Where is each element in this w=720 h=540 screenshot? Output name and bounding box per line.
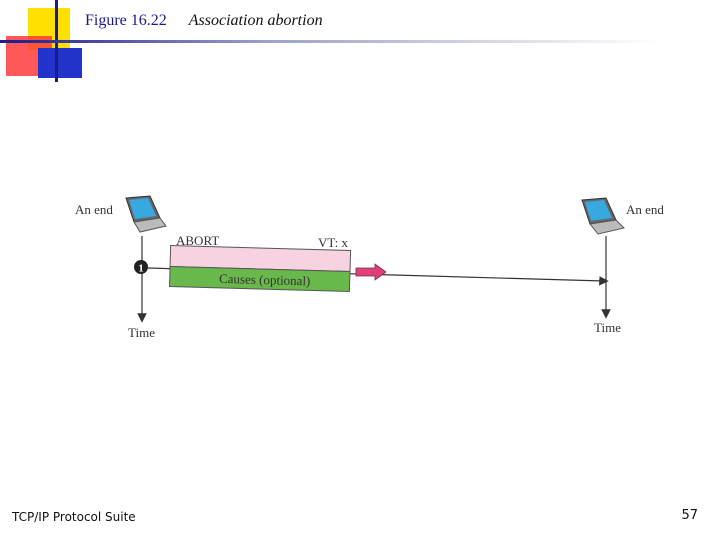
vt-label: VT: x (318, 235, 349, 250)
right-laptop-screen (585, 200, 612, 221)
step-marker (134, 260, 148, 274)
footer-source: TCP/IP Protocol Suite (12, 510, 136, 524)
decor-horizontal-line (0, 40, 660, 43)
abort-label: ABORT (176, 233, 219, 248)
decor-blue-square (38, 48, 82, 78)
figure-title: Association abortion (188, 12, 323, 29)
figure-number: Figure 16.22 (85, 12, 167, 29)
page-number: 57 (681, 508, 698, 523)
left-laptop-screen (129, 198, 156, 219)
causes-label: Causes (optional) (219, 271, 311, 289)
direction-arrow-icon (355, 263, 387, 281)
abort-chunk-causes (168, 265, 351, 293)
abort-chunk: Causes (optional) (168, 244, 352, 293)
right-time-label: Time (594, 320, 621, 335)
slide-title: Figure 16.22 Association abortion (85, 12, 323, 30)
left-time-label: Time (128, 325, 155, 340)
left-endpoint-label: An end (75, 202, 113, 217)
left-laptop-icon (125, 195, 167, 233)
right-endpoint-label: An end (626, 202, 664, 217)
right-laptop-icon (581, 197, 625, 235)
step-marker-number: 1 (138, 263, 144, 275)
